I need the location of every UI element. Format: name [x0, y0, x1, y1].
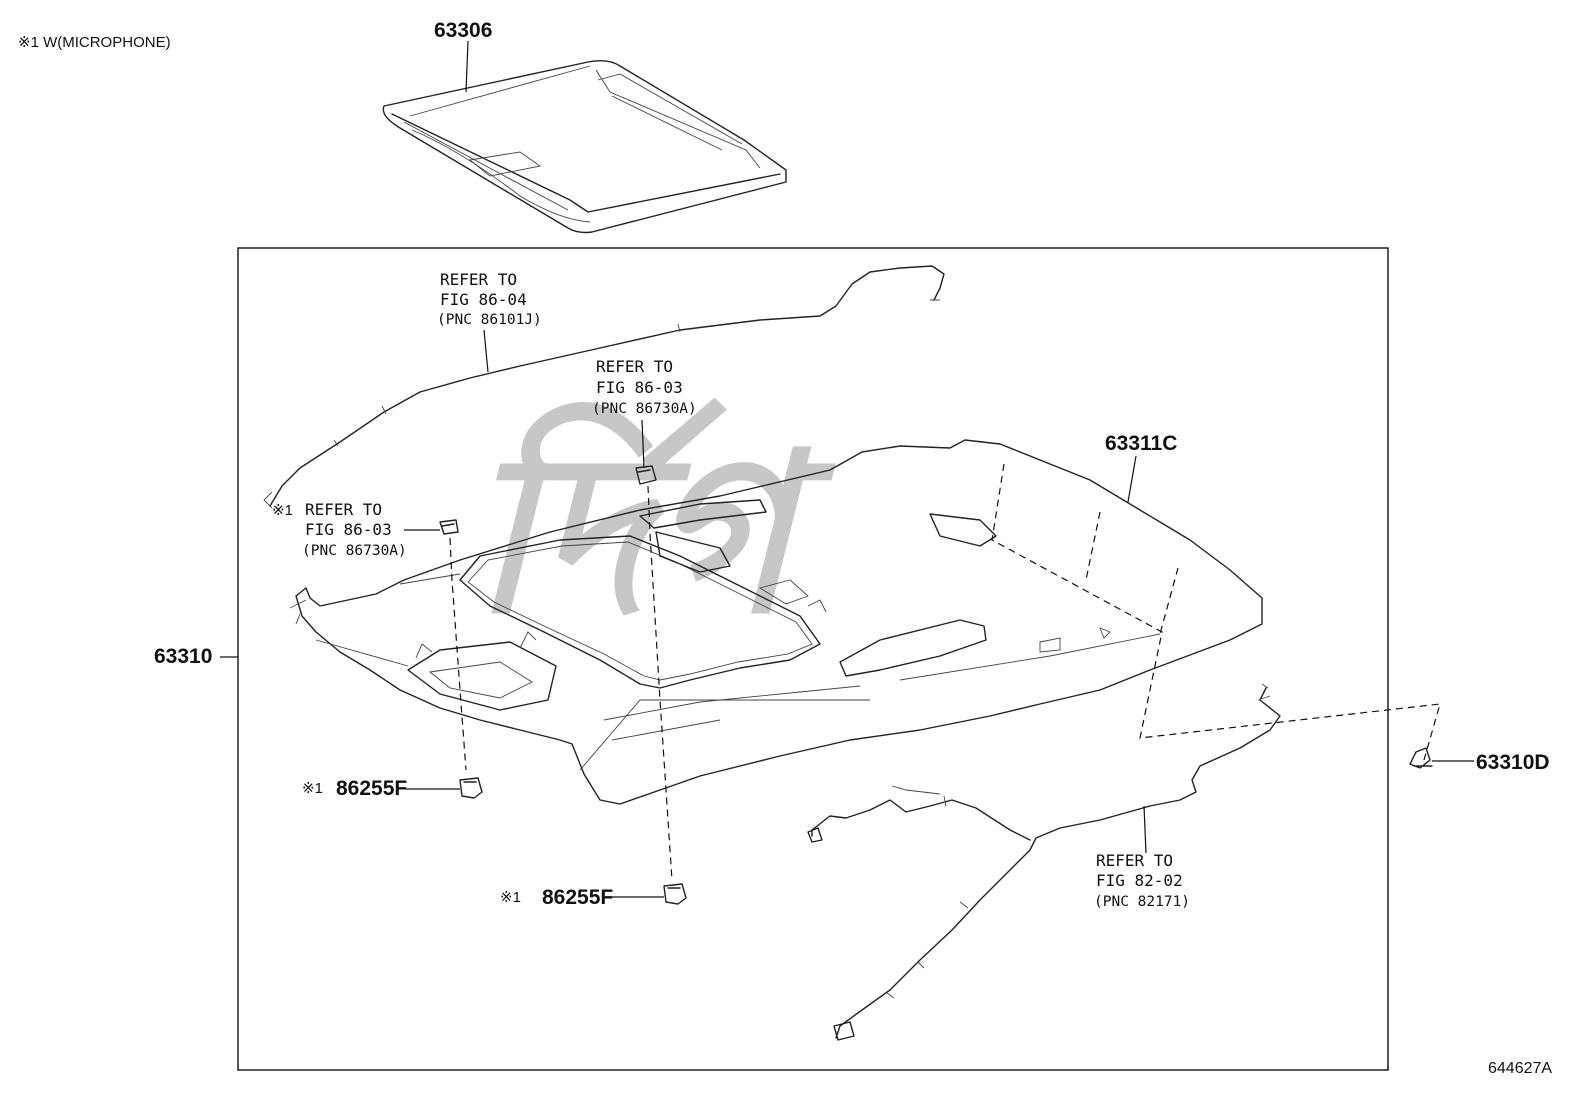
- sunshade-panel-drawing: [382, 59, 787, 234]
- leader-63311C: [1127, 455, 1137, 503]
- lamp-left-icon: [439, 519, 459, 535]
- mic-bottom-icon: [663, 883, 687, 905]
- ref4-line2: FIG 82-02: [1096, 871, 1183, 890]
- ref2-line2: FIG 86-03: [596, 378, 683, 397]
- ref4-line3: (PNC 82171): [1094, 894, 1190, 910]
- ref1-line1: REFER TO: [440, 270, 517, 289]
- part-63310-label: 63310: [154, 645, 212, 668]
- ref1-line2: FIG 86-04: [440, 290, 527, 309]
- dash-left-lamp: [449, 537, 467, 771]
- lamp-center-icon: [635, 465, 657, 485]
- part-63311C-label: 63311C: [1105, 432, 1177, 455]
- dash-clip-branch: [1085, 511, 1179, 635]
- ref3-line3: (PNC 86730A): [302, 543, 407, 559]
- leader-ref4: [1143, 805, 1147, 854]
- mark-a: ※1: [272, 502, 293, 519]
- part-63306-label: 63306: [434, 19, 492, 42]
- legend-note: ※1 W(MICROPHONE): [18, 34, 171, 51]
- ref2-line3: (PNC 86730A): [592, 401, 697, 417]
- mark-c: ※1: [500, 889, 521, 906]
- ref3-line2: FIG 86-03: [305, 520, 392, 539]
- ref3-line1: REFER TO: [305, 500, 382, 519]
- leader-ref1: [483, 329, 489, 373]
- dash-center-lamp: [647, 485, 673, 881]
- headliner-drawing: [289, 439, 1263, 805]
- ref2-line1: REFER TO: [596, 357, 673, 376]
- part-63310D-label: 63310D: [1476, 751, 1550, 774]
- leader-ref2: [641, 419, 645, 469]
- part-86255F-left-label: 86255F: [336, 777, 407, 800]
- leader-63306: [465, 40, 469, 93]
- assembly-frame: [237, 247, 1389, 1071]
- drawing-code: 644627A: [1488, 1060, 1552, 1077]
- clip-63310D-icon: [1409, 747, 1433, 769]
- mic-left-icon: [459, 777, 483, 799]
- ref1-line3: (PNC 86101J): [437, 312, 542, 328]
- dash-clip-path: [991, 463, 1441, 761]
- part-86255F-bottom-label: 86255F: [542, 886, 613, 909]
- antenna-wire-drawing: [263, 265, 945, 509]
- roof-harness-drawing: [807, 683, 1281, 1041]
- mark-b: ※1: [302, 780, 323, 797]
- ref4-line1: REFER TO: [1096, 851, 1173, 870]
